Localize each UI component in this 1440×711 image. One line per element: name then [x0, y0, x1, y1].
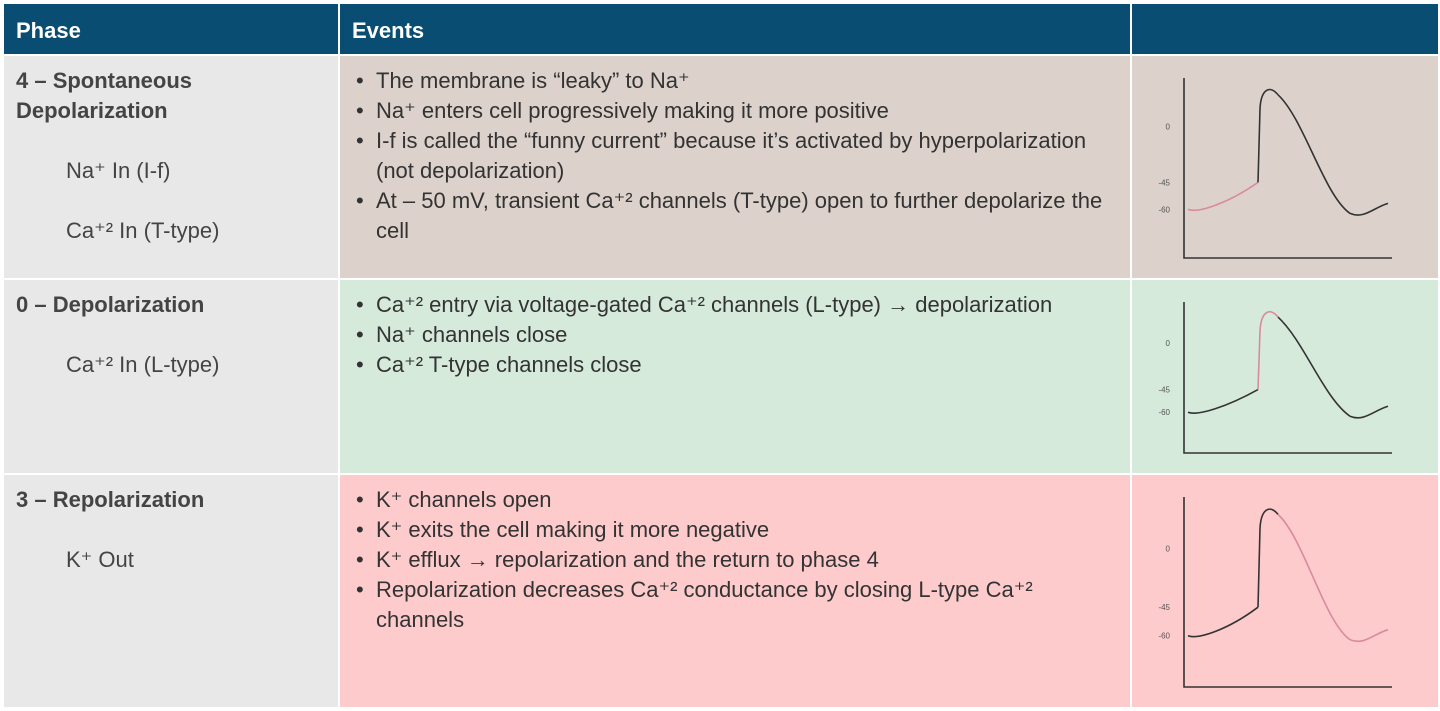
graph-axes: [1183, 78, 1392, 259]
event-item: Repolarization decreases Ca⁺² conductanc…: [354, 575, 1116, 635]
event-item: K⁺ efflux → repolarization and the retur…: [354, 545, 1116, 575]
header-events: Events: [340, 4, 1132, 56]
header-graph: [1132, 4, 1438, 56]
events-cell-4: The membrane is “leaky” to Na⁺ Na⁺ enter…: [340, 56, 1132, 280]
action-potential-graph: 0 -45 -60: [1158, 302, 1392, 454]
event-item: Na⁺ enters cell progressively making it …: [354, 96, 1116, 126]
phase-cell-0: 0 – Depolarization Ca⁺² In (L-type): [4, 280, 340, 475]
events-list: K⁺ channels open K⁺ exits the cell makin…: [354, 485, 1116, 635]
phase-title: 3 – Repolarization: [16, 487, 205, 512]
phase-title-line2: Depolarization: [16, 98, 168, 123]
phase-cell-3: 3 – Repolarization K⁺ Out: [4, 475, 340, 709]
graph-tick-label: 0: [1166, 544, 1171, 553]
curve-segment-phase3: [1277, 513, 1389, 643]
event-item: K⁺ exits the cell making it more negativ…: [354, 515, 1116, 545]
curve-segment-phase3: [1277, 316, 1389, 419]
event-item: Ca⁺² entry via voltage-gated Ca⁺² channe…: [354, 290, 1116, 320]
graph-tick-label: -60: [1158, 205, 1170, 214]
curve-segment-phase0: [1257, 311, 1279, 390]
graph-tick-label: -60: [1158, 632, 1170, 641]
event-item: At – 50 mV, transient Ca⁺² channels (T-t…: [354, 186, 1116, 246]
event-item: The membrane is “leaky” to Na⁺: [354, 66, 1116, 96]
event-item: Ca⁺² T-type channels close: [354, 350, 1116, 380]
curve-segment-phase4: [1187, 181, 1259, 212]
graph-axes: [1183, 302, 1392, 454]
curve-segment-phase3: [1277, 94, 1389, 216]
action-potential-graph: 0 -45 -60: [1158, 78, 1392, 259]
graph-cell-3: 0 -45 -60: [1132, 475, 1438, 709]
graph-tick-label: -45: [1158, 603, 1170, 612]
graph-axes: [1183, 497, 1392, 688]
graph-cell-0: 0 -45 -60: [1132, 280, 1438, 475]
ion-current: K⁺ Out: [66, 547, 134, 572]
events-cell-0: Ca⁺² entry via voltage-gated Ca⁺² channe…: [340, 280, 1132, 475]
event-item: Na⁺ channels close: [354, 320, 1116, 350]
cardiac-action-potential-table: Phase Events 4 – Spontaneous Depolarizat…: [4, 4, 1438, 709]
event-item: K⁺ channels open: [354, 485, 1116, 515]
events-cell-3: K⁺ channels open K⁺ exits the cell makin…: [340, 475, 1132, 709]
events-list: Ca⁺² entry via voltage-gated Ca⁺² channe…: [354, 290, 1116, 380]
graph-tick-label: 0: [1166, 339, 1171, 348]
graph-tick-label: -45: [1158, 386, 1170, 395]
action-potential-graph: 0 -45 -60: [1158, 497, 1392, 688]
graph-tick-label: 0: [1166, 123, 1171, 132]
ion-current: Na⁺ In (I-f): [66, 158, 171, 183]
phase-cell-4: 4 – Spontaneous Depolarization Na⁺ In (I…: [4, 56, 340, 280]
events-list: The membrane is “leaky” to Na⁺ Na⁺ enter…: [354, 66, 1116, 246]
curve-segment-phase0: [1257, 508, 1279, 608]
ion-current: Ca⁺² In (T-type): [66, 218, 220, 243]
event-item: I-f is called the “funny current” becaus…: [354, 126, 1116, 186]
curve-segment-phase4: [1187, 606, 1259, 638]
graph-cell-4: 0 -45 -60: [1132, 56, 1438, 280]
ion-current: Ca⁺² In (L-type): [66, 352, 220, 377]
curve-segment-phase0: [1257, 88, 1279, 183]
phase-title: 0 – Depolarization: [16, 292, 205, 317]
graph-tick-label: -45: [1158, 178, 1170, 187]
curve-segment-phase4: [1187, 388, 1259, 414]
phase-title: 4 – Spontaneous: [16, 68, 193, 93]
header-phase: Phase: [4, 4, 340, 56]
graph-tick-label: -60: [1158, 408, 1170, 417]
